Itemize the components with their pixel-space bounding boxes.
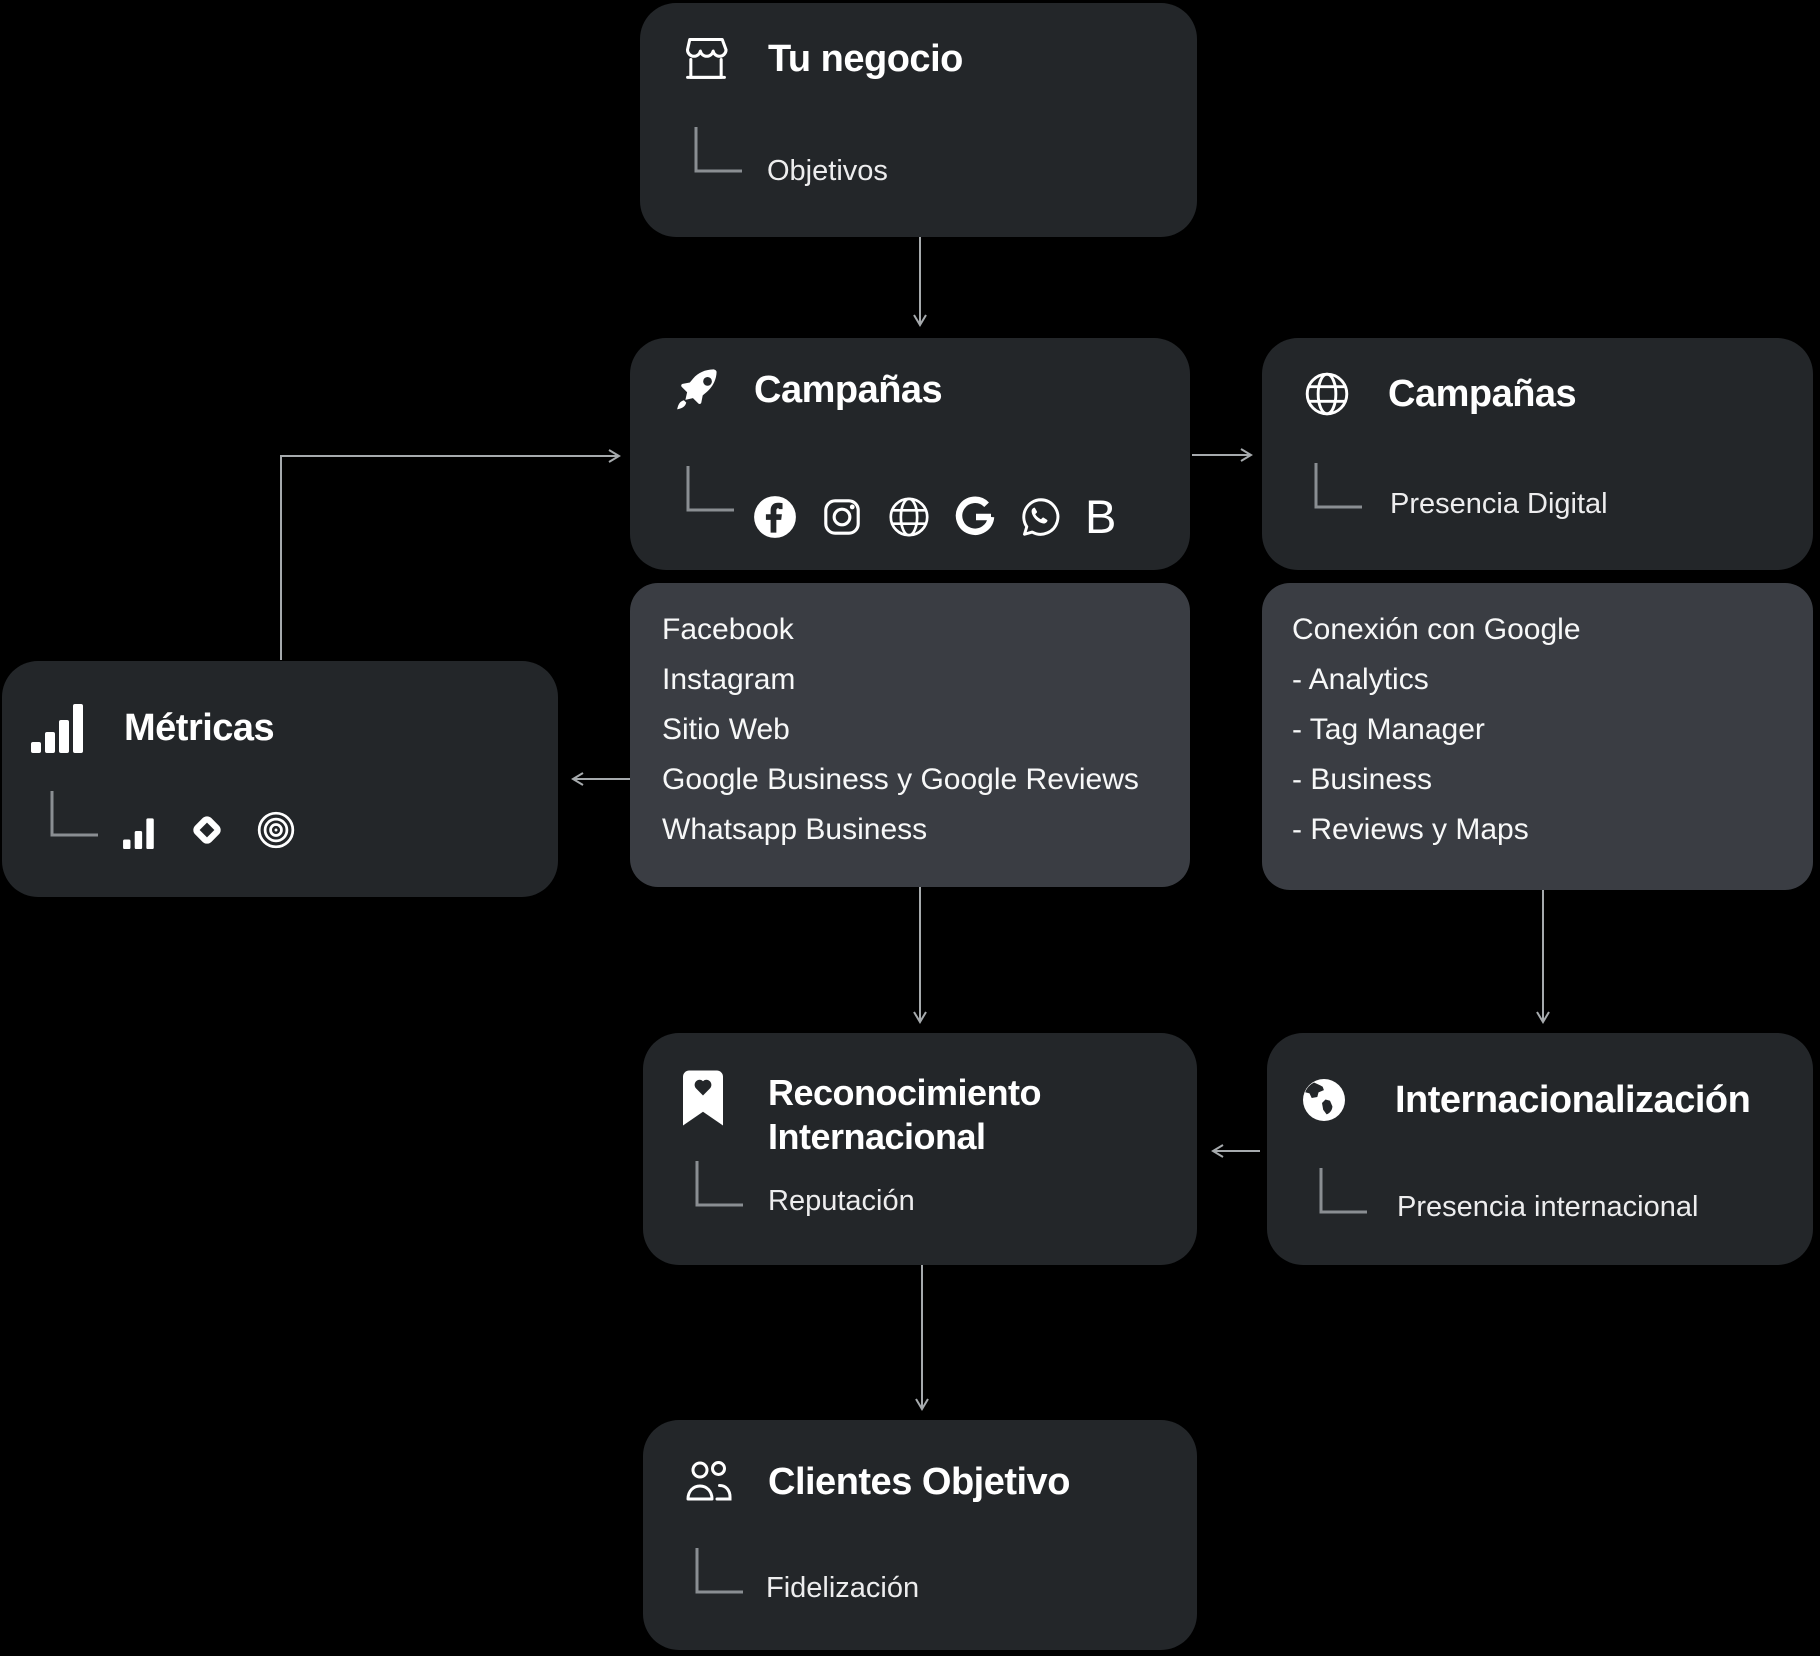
- facebook-icon: [754, 496, 796, 538]
- node-clientes: Clientes Objetivo Fidelización: [643, 1420, 1197, 1650]
- globe-grid-icon: [1305, 372, 1349, 416]
- node-campanas-social: Campañas: [630, 338, 1190, 570]
- list-item: Facebook: [662, 613, 794, 646]
- target-rings-icon: [257, 811, 295, 849]
- node-subtitle: Objetivos: [767, 155, 888, 187]
- arrow-metricas-to-campanas: [280, 449, 621, 660]
- list-item: Whatsapp Business: [662, 813, 928, 846]
- branch-connector: [50, 791, 98, 837]
- list-item: Sitio Web: [662, 713, 790, 746]
- node-subtitle: Presencia Digital: [1390, 488, 1608, 520]
- people-icon: [686, 1461, 732, 1501]
- google-connection-list: Conexión con Google - Analytics - Tag Ma…: [1292, 605, 1581, 855]
- channel-icons-row: B: [752, 490, 1117, 543]
- node-title-line1: Reconocimiento: [768, 1072, 1042, 1113]
- whatsapp-icon: [1022, 498, 1060, 536]
- instagram-icon: [824, 499, 860, 535]
- list-item: - Business: [1292, 763, 1433, 796]
- node-internacionalizacion: Internacionalización Presencia internaci…: [1267, 1033, 1813, 1265]
- node-title: Campañas: [1388, 373, 1577, 415]
- list-item: Google Business y Google Reviews: [662, 763, 1139, 796]
- list-item: Instagram: [662, 663, 796, 696]
- node-reconocimiento: Reconocimiento Internacional Reputación: [643, 1033, 1197, 1265]
- channel-list: Facebook Instagram Sitio Web Google Busi…: [662, 605, 1139, 855]
- bookmark-heart-icon: [683, 1070, 723, 1126]
- branch-connector: [1314, 463, 1362, 509]
- list-item: - Reviews y Maps: [1292, 813, 1529, 846]
- website-globe-icon: [889, 497, 929, 537]
- node-title: Clientes Objetivo: [768, 1461, 1070, 1503]
- node-title: Reconocimiento Internacional: [768, 1071, 1042, 1159]
- branch-connector: [1319, 1168, 1367, 1214]
- google-icon: [955, 496, 995, 535]
- node-title: Campañas: [754, 369, 943, 411]
- node-campanas-digital: Campañas Presencia Digital: [1262, 338, 1813, 570]
- globe-americas-icon: [1303, 1079, 1345, 1121]
- panel-campanas-social-list: Facebook Instagram Sitio Web Google Busi…: [630, 583, 1190, 887]
- branch-connector: [686, 466, 734, 512]
- metric-icons-row: [122, 807, 296, 853]
- rocket-icon: [677, 369, 717, 410]
- branch-connector: [695, 1548, 743, 1594]
- bar-chart-icon: [31, 704, 83, 753]
- node-subtitle: Reputación: [768, 1185, 915, 1217]
- node-title: Métricas: [124, 707, 275, 749]
- node-title: Internacionalización: [1395, 1079, 1751, 1121]
- panel-campanas-digital-list: Conexión con Google - Analytics - Tag Ma…: [1262, 583, 1813, 890]
- node-title: Tu negocio: [768, 38, 963, 80]
- storefront-icon: [685, 37, 728, 79]
- node-tu-negocio: Tu negocio Objetivos: [640, 3, 1197, 237]
- node-subtitle: Presencia internacional: [1397, 1191, 1699, 1223]
- booking-b-icon: B: [1085, 490, 1117, 543]
- node-title-line2: Internacional: [768, 1116, 986, 1157]
- branch-connector: [694, 127, 742, 173]
- diamond-ads-icon: [193, 816, 221, 844]
- node-metricas: Métricas: [2, 661, 558, 897]
- bar-chart-small-icon: [123, 818, 154, 850]
- list-item: Conexión con Google: [1292, 613, 1581, 646]
- list-item: - Tag Manager: [1292, 713, 1485, 746]
- branch-connector: [695, 1161, 743, 1207]
- node-subtitle: Fidelización: [766, 1572, 920, 1604]
- list-item: - Analytics: [1292, 663, 1429, 696]
